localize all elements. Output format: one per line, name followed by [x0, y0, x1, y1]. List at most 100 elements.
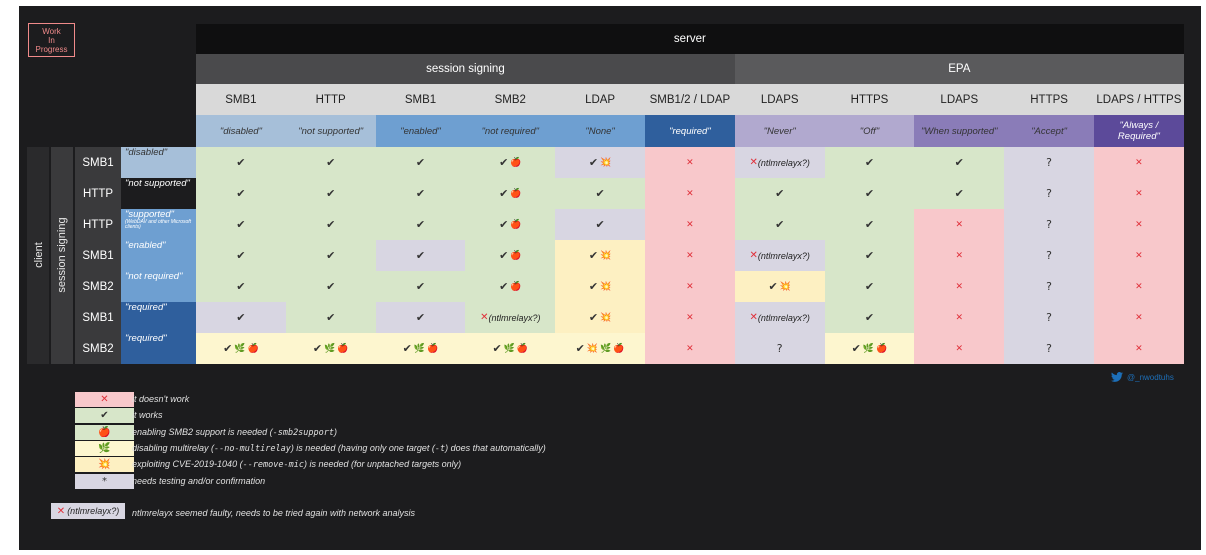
cross-icon: ✕ [686, 188, 694, 199]
column-setting-header: "disabled" [196, 115, 286, 147]
matrix-cell: ✔💥 [555, 240, 645, 271]
legend-swatch: 🌿 [75, 440, 134, 456]
column-setting-header: "not supported" [285, 115, 376, 147]
matrix-cell: ? [734, 333, 825, 364]
legend-swatch: * [75, 473, 134, 489]
matrix-cell: ✕ [1094, 209, 1184, 240]
matrix-cell: ? [1004, 147, 1094, 178]
row-protocol-header: SMB1 [75, 240, 121, 271]
cross-icon: ✕ [686, 281, 694, 292]
column-setting-header: "Accept" [1004, 115, 1094, 147]
leaf-icon: 🌿 [862, 343, 875, 354]
matrix-cell: ✕ [645, 209, 735, 240]
cross-icon: ✕ [686, 250, 694, 261]
check-icon: ✔ [326, 218, 336, 231]
row-setting-header: "not supported" [121, 178, 196, 209]
explosion-icon: 💥 [779, 281, 791, 292]
legend-text-part: exploiting CVE-2019-1040 ( [132, 459, 243, 470]
row-protocol-header: SMB1 [75, 147, 121, 178]
cross-icon: ✕ [955, 312, 964, 323]
explosion-icon: 💥 [586, 343, 599, 354]
command-flag: -smb2support [272, 427, 335, 438]
matrix-cell: ✔ [196, 209, 286, 240]
check-icon: ✔ [954, 156, 964, 169]
matrix-cell: ✔ [196, 147, 286, 178]
check-icon: ✔ [588, 156, 599, 169]
matrix-cell: ✔🍎 [465, 178, 556, 209]
matrix-cell: ✕ [1094, 333, 1184, 364]
matrix-cell: ? [1004, 178, 1094, 209]
twitter-icon [1111, 372, 1123, 382]
legend-description: it works [132, 410, 163, 421]
matrix-cell: ✔ [285, 271, 376, 302]
twitter-handle-text: @_nwodtuhs [1127, 372, 1174, 382]
check-icon: ✔ [775, 187, 785, 200]
matrix-cell: ✔ [375, 240, 466, 271]
twitter-handle[interactable]: @_nwodtuhs [1111, 372, 1174, 382]
question-mark: ? [1046, 311, 1052, 324]
column-setting-header: "Off" [824, 115, 915, 147]
work-in-progress-badge: Work In Progress [28, 23, 75, 57]
apple-icon: 🍎 [510, 219, 522, 230]
cross-icon: ✕ [686, 157, 694, 168]
check-icon: ✔ [864, 249, 875, 262]
matrix-cell: ✔ [196, 178, 286, 209]
leaf-icon: 🌿 [234, 343, 246, 354]
cross-icon: ✕ [1135, 188, 1143, 199]
apple-icon: 🍎 [98, 426, 111, 438]
matrix-cell: ✕ [1094, 302, 1184, 333]
question-mark: ? [1046, 342, 1052, 355]
cross-icon: ✕ [56, 505, 66, 517]
matrix-cell: ✔🌿🍎 [375, 333, 466, 364]
cross-icon: ✕ [1135, 312, 1143, 323]
cross-icon: ✕ [955, 250, 964, 261]
check-icon: ✔ [864, 218, 875, 231]
apple-icon: 🍎 [337, 343, 349, 354]
matrix-cell: ✕ [914, 240, 1005, 271]
matrix-cell: ✔💥🌿🍎 [555, 333, 645, 364]
matrix-cell: ✕ [1094, 147, 1184, 178]
matrix-cell: ✕ [1094, 178, 1184, 209]
column-setting-header: "When supported" [914, 115, 1005, 147]
check-icon: ✔ [415, 187, 426, 200]
cross-icon: ✕ [749, 312, 758, 323]
check-icon: ✔ [864, 280, 875, 293]
check-icon: ✔ [236, 187, 246, 200]
question-mark: ? [1046, 187, 1052, 200]
matrix-cell: ✔ [824, 147, 915, 178]
matrix-cell: ✔ [375, 178, 466, 209]
client-side-bar [27, 147, 49, 364]
session-signing-side-bar [51, 147, 73, 364]
matrix-cell: ✔💥 [555, 147, 645, 178]
check-icon: ✔ [775, 218, 785, 231]
leaf-icon: 🌿 [503, 343, 515, 354]
ntlmrelayx-note: (ntlmrelayx?) [757, 157, 810, 168]
legend-swatch: ✔ [75, 408, 134, 424]
check-icon: ✔ [864, 156, 875, 169]
apple-icon: 🍎 [427, 343, 439, 354]
leaf-icon: 🌿 [413, 343, 426, 354]
matrix-cell: ✔ [824, 209, 915, 240]
column-protocol-header: LDAP [555, 84, 645, 115]
check-icon: ✔ [415, 311, 426, 324]
check-icon: ✔ [312, 342, 323, 355]
check-icon: ✔ [851, 342, 861, 355]
question-mark: ? [1046, 280, 1052, 293]
row-protocol-header: SMB1 [75, 302, 121, 333]
matrix-cell: ✔ [824, 240, 915, 271]
matrix-cell: ✕ (ntlmrelayx?) [734, 147, 825, 178]
check-icon: ✔ [575, 342, 585, 355]
check-icon: ✔ [595, 218, 605, 231]
check-icon: ✔ [402, 342, 412, 355]
legend-text-part: disabling multirelay ( [132, 442, 215, 453]
explosion-icon: 💥 [98, 459, 111, 471]
matrix-cell: ✕ (ntlmrelayx?) [465, 302, 556, 333]
legend-text-part: enabling SMB2 support is needed ( [132, 426, 273, 437]
check-icon: ✔ [499, 187, 509, 200]
row-setting-value: "enabled" [125, 240, 166, 251]
client-label: client [33, 241, 45, 268]
matrix-cell: ✔ [196, 271, 286, 302]
column-protocol-header: HTTPS [824, 84, 915, 115]
legend-description: exploiting CVE-2019-1040 (--remove-mic) … [132, 459, 461, 470]
cross-icon: ✕ [955, 219, 964, 230]
